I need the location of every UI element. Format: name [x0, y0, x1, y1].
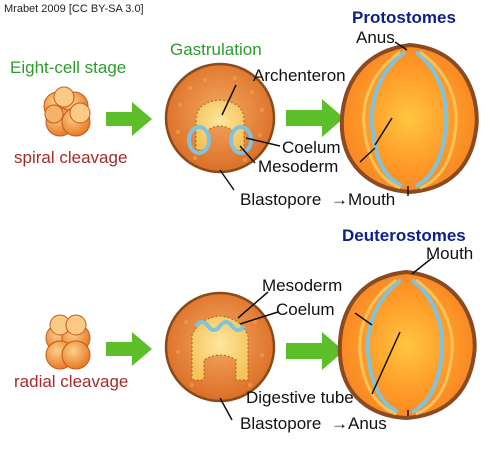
deuterostomes-title: Deuterostomes [342, 226, 466, 245]
arrow-bottom-1 [106, 332, 152, 366]
archenteron-label: Archenteron [253, 66, 346, 85]
anus-label-top: Anus [356, 28, 395, 47]
arrow-top-1 [106, 102, 152, 136]
arrow-bottom-2 [286, 332, 344, 370]
arrow-glyph-top: → [331, 190, 348, 209]
gastrula-bottom [164, 291, 276, 403]
mesoderm-label-bottom: Mesoderm [262, 276, 343, 295]
gastrulation-label: Gastrulation [170, 40, 262, 59]
spiral-cleavage-label: spiral cleavage [14, 148, 128, 167]
blastopore-label-bottom: Blastopore [240, 414, 322, 433]
deuterostome-body [337, 269, 477, 421]
eight-cell-stage-label: Eight-cell stage [10, 58, 127, 77]
coelum-label-top: Coelum [282, 138, 341, 157]
coelum-label-bottom: Coelum [276, 300, 335, 319]
mouth-label-top: Mouth [348, 190, 396, 209]
leader-lines-bottom [219, 257, 433, 421]
mesoderm-label-top: Mesoderm [258, 157, 339, 176]
eight-cell-blob-spiral [43, 86, 91, 137]
arrow-top-2 [286, 99, 344, 137]
eight-cell-blob-radial [45, 314, 91, 370]
protostome-body [339, 42, 479, 195]
mouth-label-bottom: Mouth [426, 244, 474, 263]
arrow-glyph-bottom: → [331, 414, 348, 433]
digestive-tube-label: Digestive tube [246, 388, 354, 407]
anus-label-bottom: Anus [348, 414, 387, 433]
protostomes-title: Protostomes [352, 8, 456, 27]
radial-cleavage-label: radial cleavage [14, 372, 129, 391]
gastrula-top [164, 62, 276, 174]
leader-lines-top [219, 41, 409, 196]
blastopore-label-top: Blastopore [240, 190, 322, 209]
credit-text: Mrabet 2009 [CC BY-SA 3.0] [4, 3, 144, 15]
